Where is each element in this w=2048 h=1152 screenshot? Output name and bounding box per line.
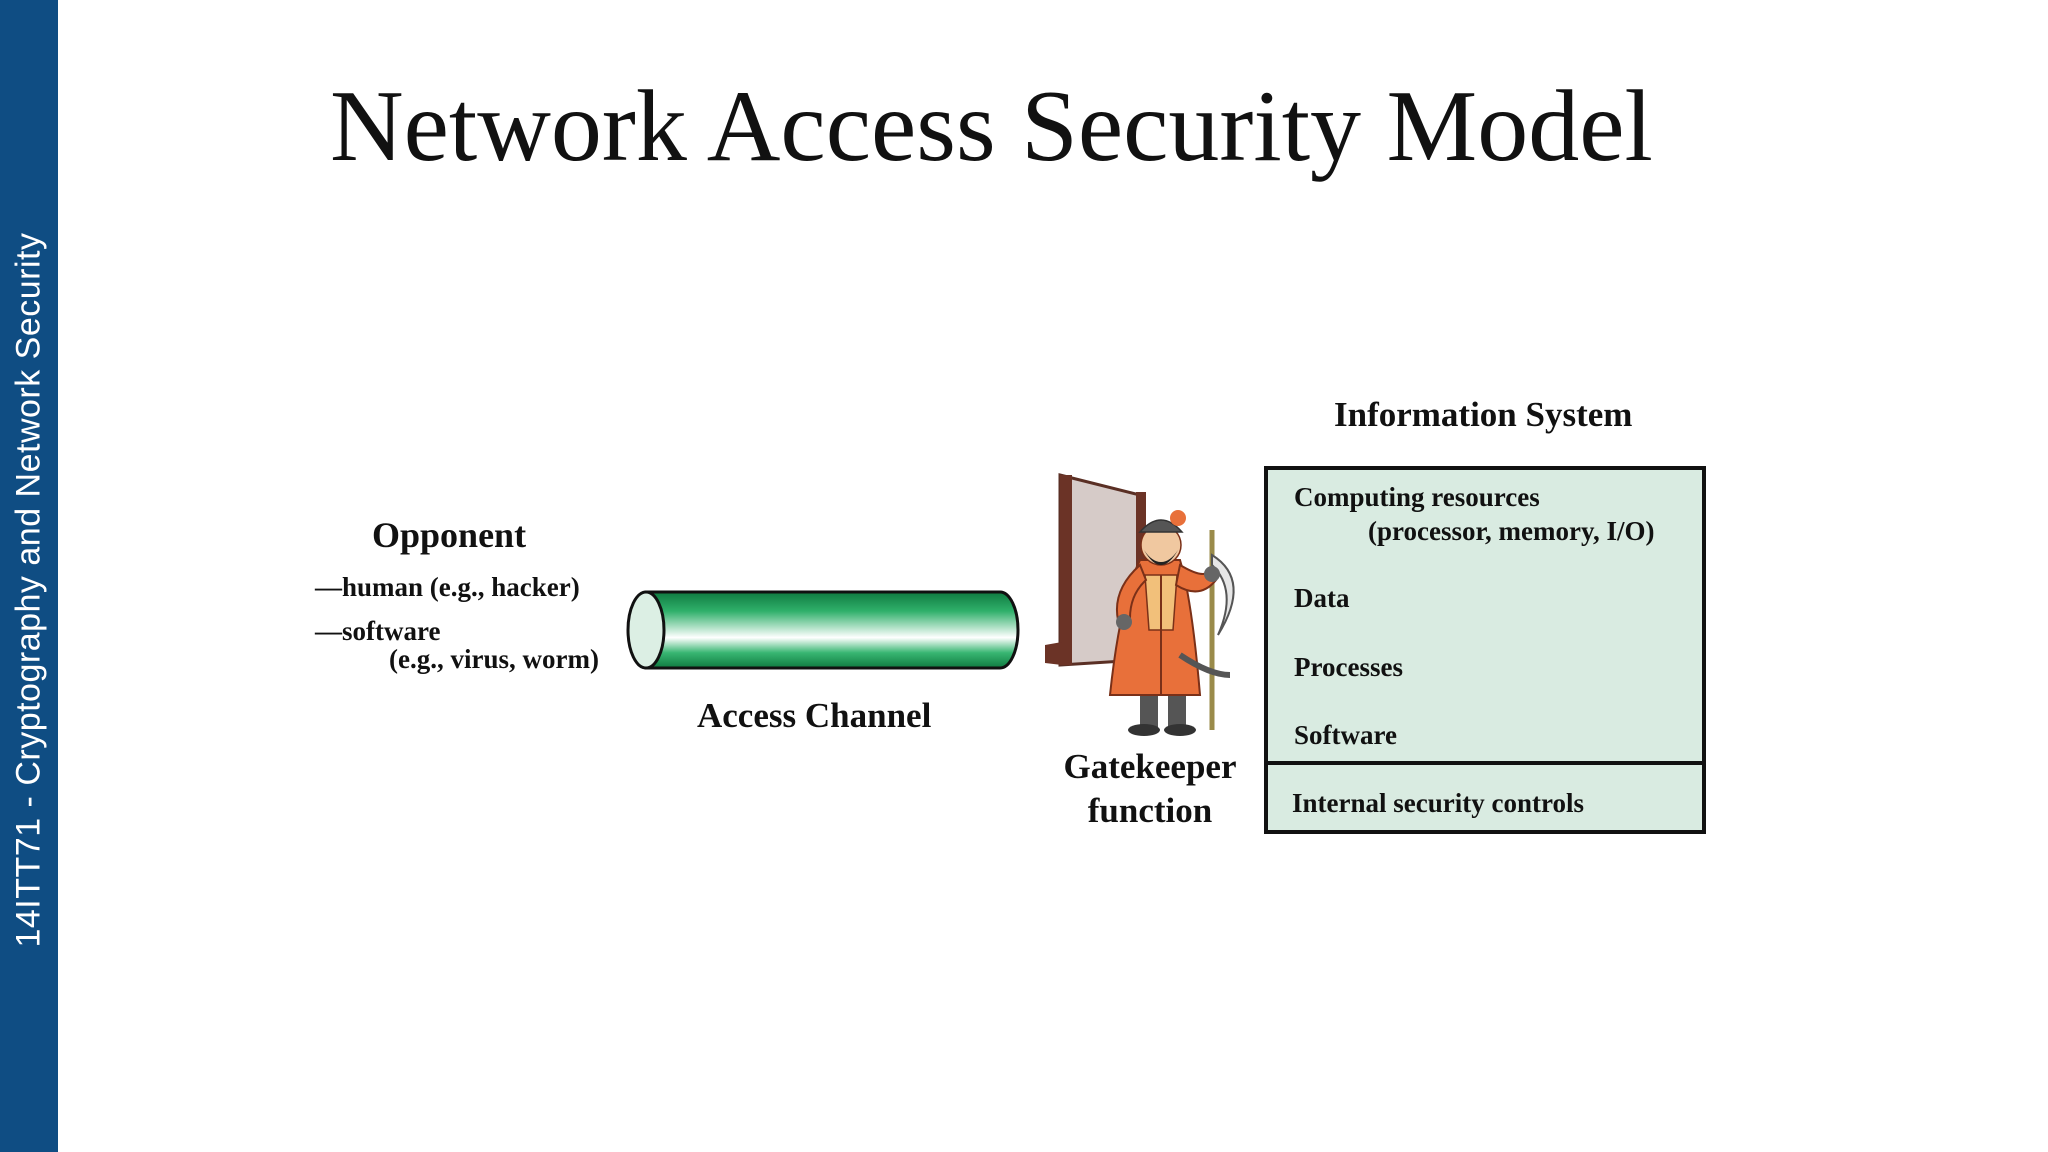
computing-resources-label: Computing resources	[1294, 482, 1540, 512]
gatekeeper-label-line1: Gatekeeper	[1063, 747, 1237, 786]
gatekeeper-label: Gatekeeper function	[1064, 745, 1237, 833]
opponent-human: —human (e.g., hacker)	[315, 572, 580, 602]
gatekeeper-guard-icon	[1045, 473, 1235, 736]
software-label: Software	[1294, 720, 1397, 750]
sidebar: 14ITT71 - Cryptography and Network Secur…	[0, 0, 58, 1152]
access-channel-label: Access Channel	[697, 696, 932, 735]
computing-resources-detail: (processor, memory, I/O)	[1368, 516, 1655, 546]
gatekeeper-label-line2: function	[1087, 791, 1213, 830]
information-system-box: Computing resources (processor, memory, …	[1264, 466, 1706, 834]
opponent-title: Opponent	[372, 515, 527, 555]
opponent-software: —software	[315, 616, 441, 646]
processes-label: Processes	[1294, 652, 1403, 682]
info-divider	[1268, 761, 1702, 765]
slide-title: Network Access Security Model	[330, 70, 1653, 183]
internal-security-controls-label: Internal security controls	[1292, 788, 1584, 818]
information-system-title: Information System	[1334, 395, 1633, 434]
data-label: Data	[1294, 583, 1350, 613]
opponent-software-examples: (e.g., virus, worm)	[389, 644, 599, 674]
course-label: 14ITT71 - Cryptography and Network Secur…	[9, 232, 48, 948]
